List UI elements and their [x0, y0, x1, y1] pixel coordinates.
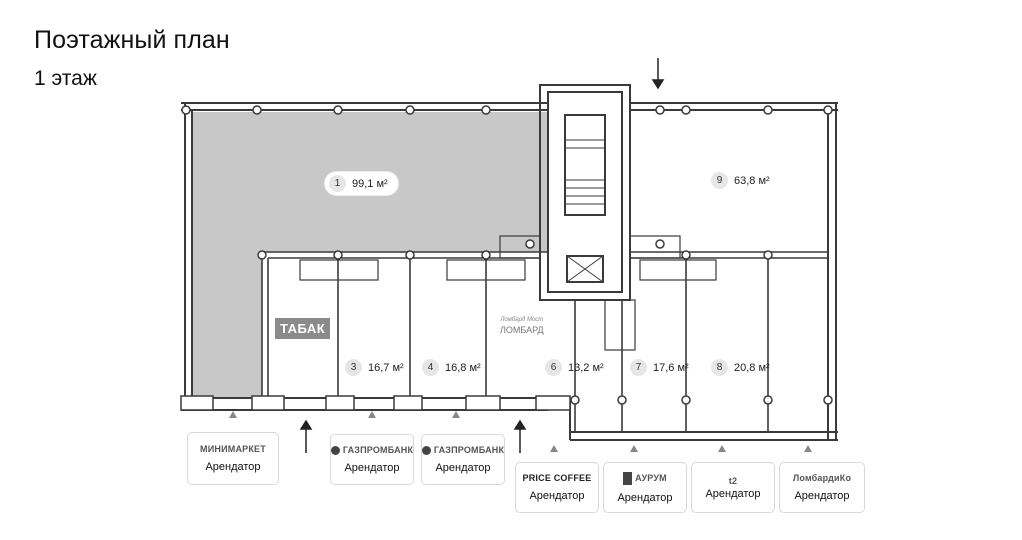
tenant-role: Арендатор: [617, 491, 673, 504]
tenant-role: Арендатор: [794, 490, 850, 502]
tenant-logo-text: ГАЗПРОМБАНК: [433, 445, 505, 455]
room-6-label[interactable]: 6 13,2 м²: [545, 359, 604, 376]
lombard-sign-text: ЛОМБАРД: [500, 325, 544, 335]
room-number: 8: [711, 359, 728, 376]
room-8-label[interactable]: 8 20,8 м²: [711, 359, 770, 376]
tenant-card-lombardiko[interactable]: ЛомбардиКо Арендатор: [779, 462, 865, 513]
tenant-role: Арендатор: [435, 462, 491, 474]
tenant-logo: t2: [728, 475, 738, 486]
room-number: 3: [345, 359, 362, 376]
room-number: 4: [422, 359, 439, 376]
room-number: 9: [711, 172, 728, 189]
tenant-logo: ЛомбардиКо: [792, 473, 852, 483]
room-7-label[interactable]: 7 17,6 м²: [630, 359, 689, 376]
floor-label: 1 этаж: [34, 67, 97, 90]
tenant-logo: ГАЗПРОМБАНК: [330, 445, 414, 455]
tenant-role: Арендатор: [529, 490, 585, 502]
tenant-role: Арендатор: [344, 462, 400, 474]
lombard-sign: Ломбард Мост ЛОМБАРД: [500, 315, 544, 335]
room-9-label[interactable]: 9 63,8 м²: [711, 172, 770, 189]
tenant-role: Арендатор: [705, 487, 761, 500]
lombard-sign-small: Ломбард Мост: [500, 317, 544, 323]
tenant-card-aurum[interactable]: АУРУМ Арендатор: [603, 462, 687, 513]
room-number: 7: [630, 359, 647, 376]
tenant-logo: PRICE COFFEE: [522, 473, 592, 483]
gazprombank-logo-icon: [330, 445, 340, 455]
tenant-card-price-coffee[interactable]: PRICE COFFEE Арендатор: [515, 462, 599, 513]
tenant-card-minimarket[interactable]: МИНИМАРКЕТ Арендатор: [187, 432, 279, 485]
room-area: 16,8 м²: [445, 361, 481, 374]
tenant-logo-text: АУРУМ: [635, 473, 667, 483]
room-1-area[interactable]: [193, 112, 548, 398]
room-area: 16,7 м²: [368, 361, 404, 374]
tenant-logo: МИНИМАРКЕТ: [200, 444, 266, 454]
room-number: 1: [329, 175, 346, 192]
tenant-logo: ГАЗПРОМБАНК: [421, 445, 505, 455]
room-area: 63,8 м²: [734, 174, 770, 187]
gazprombank-logo-icon: [421, 445, 431, 455]
room-4-label[interactable]: 4 16,8 м²: [422, 359, 481, 376]
room-area: 99,1 м²: [352, 177, 388, 190]
tenant-card-gazprombank-2[interactable]: ГАЗПРОМБАНК Арендатор: [421, 434, 505, 485]
room-area: 13,2 м²: [568, 361, 604, 374]
aurum-logo-icon: [623, 471, 633, 485]
tabak-sign: ТАБАК: [275, 318, 331, 339]
tenant-card-gazprombank-1[interactable]: ГАЗПРОМБАНК Арендатор: [330, 434, 414, 485]
tenant-logo-text: ГАЗПРОМБАНК: [342, 445, 414, 455]
room-1-label[interactable]: 1 99,1 м²: [325, 172, 398, 195]
room-3-label[interactable]: 3 16,7 м²: [345, 359, 404, 376]
tenant-role: Арендатор: [205, 461, 261, 473]
tenant-logo: АУРУМ: [623, 471, 667, 485]
room-area: 17,6 м²: [653, 361, 689, 374]
room-area: 20,8 м²: [734, 361, 770, 374]
tenant-card-t2[interactable]: t2 Арендатор: [691, 462, 775, 513]
room-number: 6: [545, 359, 562, 376]
page-title: Поэтажный план: [34, 26, 230, 54]
